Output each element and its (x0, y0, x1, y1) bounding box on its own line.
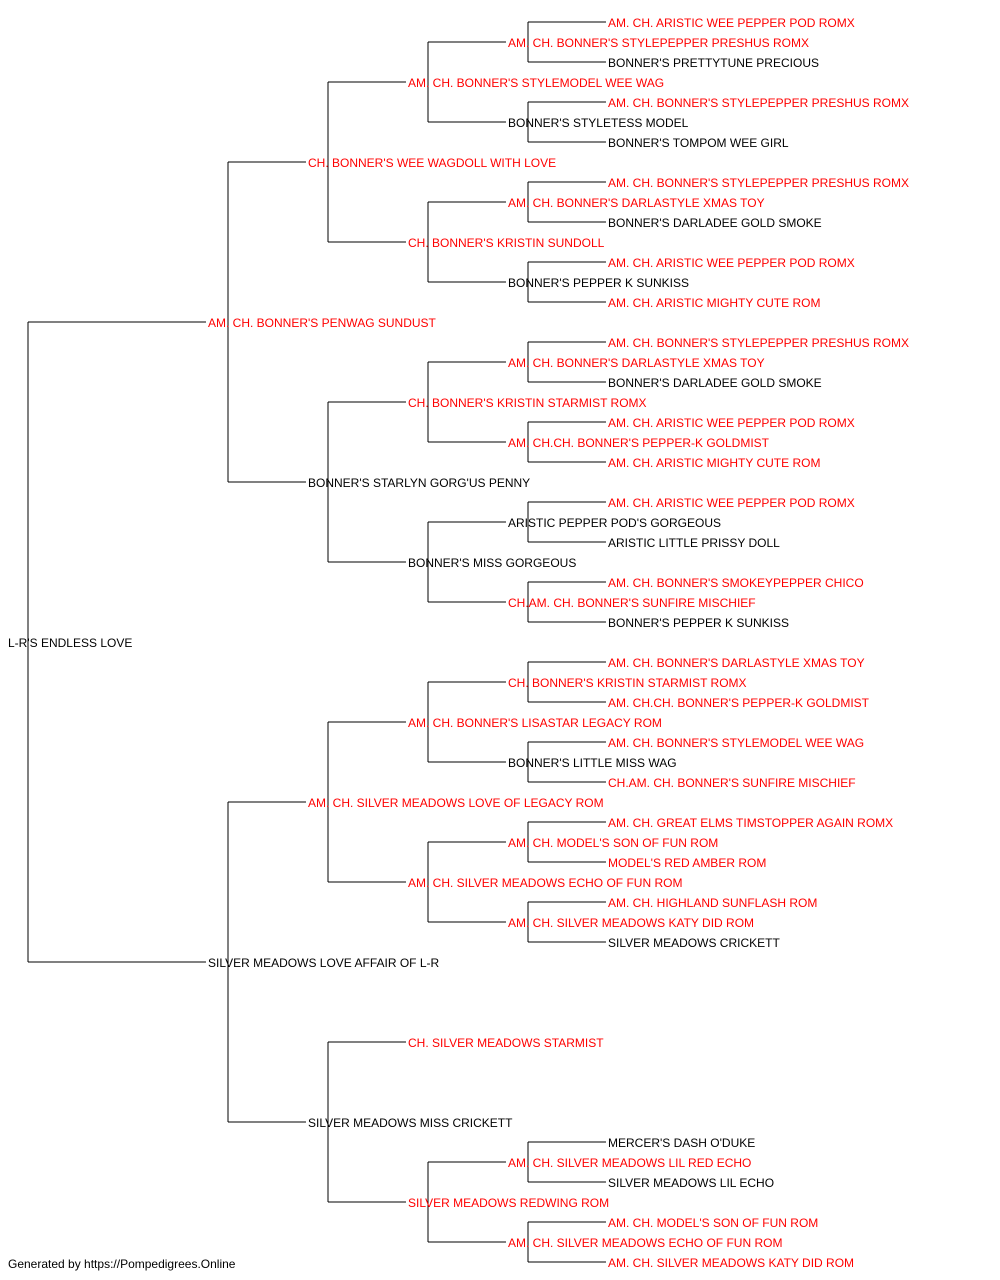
ancestor-name: AM. CH. BONNER'S STYLEPEPPER PRESHUS ROM… (508, 36, 809, 50)
ancestor-name: CH. BONNER'S WEE WAGDOLL WITH LOVE (308, 156, 556, 170)
ancestor-name: AM. CH. BONNER'S LISASTAR LEGACY ROM (408, 716, 662, 730)
ancestor-name: SILVER MEADOWS MISS CRICKETT (308, 1116, 513, 1130)
ancestor-name: MERCER'S DASH O'DUKE (608, 1136, 755, 1150)
ancestor-name: SILVER MEADOWS CRICKETT (608, 936, 780, 950)
ancestor-name: AM. CH. BONNER'S STYLEMODEL WEE WAG (408, 76, 664, 90)
ancestor-name: CH.AM. CH. BONNER'S SUNFIRE MISCHIEF (508, 596, 756, 610)
ancestor-name: AM. CH. BONNER'S PENWAG SUNDUST (208, 316, 437, 330)
ancestor-name: SILVER MEADOWS REDWING ROM (408, 1196, 609, 1210)
ancestor-name: BONNER'S PRETTYTUNE PRECIOUS (608, 56, 819, 70)
ancestor-name: BONNER'S PEPPER K SUNKISS (608, 616, 789, 630)
ancestor-name: AM. CH. BONNER'S STYLEMODEL WEE WAG (608, 736, 864, 750)
ancestor-name: AM. CH. SILVER MEADOWS LIL RED ECHO (508, 1156, 751, 1170)
subject-name: L-R'S ENDLESS LOVE (8, 636, 132, 650)
ancestor-name: AM. CH. MODEL'S SON OF FUN ROM (608, 1216, 818, 1230)
ancestor-name: BONNER'S DARLADEE GOLD SMOKE (608, 216, 822, 230)
ancestor-name: AM. CH. ARISTIC WEE PEPPER POD ROMX (608, 256, 855, 270)
ancestor-name: BONNER'S STARLYN GORG'US PENNY (308, 476, 530, 490)
ancestor-name: AM. CH. SILVER MEADOWS KATY DID ROM (608, 1256, 854, 1270)
ancestor-name: AM. CH. BONNER'S DARLASTYLE XMAS TOY (508, 196, 765, 210)
ancestor-name: AM. CH. BONNER'S STYLEPEPPER PRESHUS ROM… (608, 336, 909, 350)
ancestor-name: AM. CH. ARISTIC WEE PEPPER POD ROMX (608, 496, 855, 510)
ancestor-name: AM. CH. ARISTIC MIGHTY CUTE ROM (608, 296, 820, 310)
ancestor-name: CH. BONNER'S KRISTIN STARMIST ROMX (408, 396, 647, 410)
ancestor-name: AM. CH. SILVER MEADOWS LOVE OF LEGACY RO… (308, 796, 604, 810)
ancestor-name: BONNER'S STYLETESS MODEL (508, 116, 689, 130)
ancestor-name: AM. CH. BONNER'S DARLASTYLE XMAS TOY (508, 356, 765, 370)
ancestor-name: AM. CH. ARISTIC WEE PEPPER POD ROMX (608, 416, 855, 430)
ancestor-name: MODEL'S RED AMBER ROM (608, 856, 766, 870)
ancestor-name: AM. CH.CH. BONNER'S PEPPER-K GOLDMIST (508, 436, 770, 450)
ancestor-name: SILVER MEADOWS LOVE AFFAIR OF L-R (208, 956, 439, 970)
ancestor-name: BONNER'S PEPPER K SUNKISS (508, 276, 689, 290)
ancestor-name: AM. CH. BONNER'S STYLEPEPPER PRESHUS ROM… (608, 176, 909, 190)
ancestor-name: BONNER'S MISS GORGEOUS (408, 556, 576, 570)
ancestor-name: CH.AM. CH. BONNER'S SUNFIRE MISCHIEF (608, 776, 856, 790)
ancestor-name: AM. CH. ARISTIC MIGHTY CUTE ROM (608, 456, 820, 470)
ancestor-name: CH. BONNER'S KRISTIN STARMIST ROMX (508, 676, 747, 690)
ancestor-name: CH. SILVER MEADOWS STARMIST (408, 1036, 604, 1050)
ancestor-name: CH. BONNER'S KRISTIN SUNDOLL (408, 236, 605, 250)
ancestor-name: AM. CH. GREAT ELMS TIMSTOPPER AGAIN ROMX (608, 816, 893, 830)
ancestor-name: BONNER'S DARLADEE GOLD SMOKE (608, 376, 822, 390)
ancestor-name: AM. CH. SILVER MEADOWS ECHO OF FUN ROM (508, 1236, 782, 1250)
ancestor-name: BONNER'S TOMPOM WEE GIRL (608, 136, 789, 150)
ancestor-name: ARISTIC PEPPER POD'S GORGEOUS (508, 516, 721, 530)
ancestor-name: AM. CH. SILVER MEADOWS ECHO OF FUN ROM (408, 876, 682, 890)
ancestor-name: AM. CH. BONNER'S STYLEPEPPER PRESHUS ROM… (608, 96, 909, 110)
ancestor-name: AM. CH. SILVER MEADOWS KATY DID ROM (508, 916, 754, 930)
ancestor-name: AM. CH. MODEL'S SON OF FUN ROM (508, 836, 718, 850)
ancestor-name: AM. CH. HIGHLAND SUNFLASH ROM (608, 896, 817, 910)
ancestor-name: AM. CH. BONNER'S DARLASTYLE XMAS TOY (608, 656, 865, 670)
footer-credit: Generated by https://Pompedigrees.Online (8, 1257, 236, 1271)
ancestor-name: SILVER MEADOWS LIL ECHO (608, 1176, 774, 1190)
ancestor-name: BONNER'S LITTLE MISS WAG (508, 756, 677, 770)
ancestor-name: AM. CH. ARISTIC WEE PEPPER POD ROMX (608, 16, 855, 30)
ancestor-name: ARISTIC LITTLE PRISSY DOLL (608, 536, 780, 550)
ancestor-name: AM. CH. BONNER'S SMOKEYPEPPER CHICO (608, 576, 864, 590)
ancestor-name: AM. CH.CH. BONNER'S PEPPER-K GOLDMIST (608, 696, 870, 710)
